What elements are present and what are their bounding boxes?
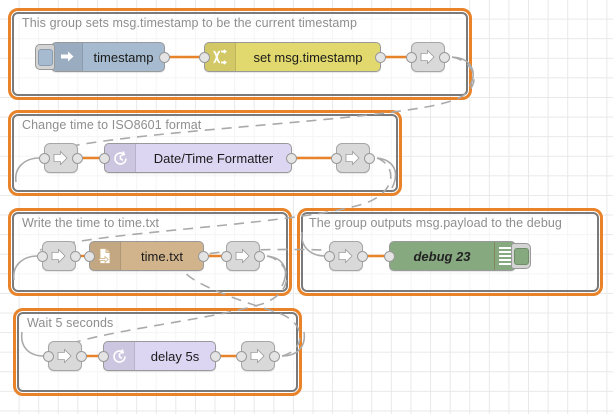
node-inject-timestamp[interactable]: timestamp <box>35 42 170 72</box>
port-in-link-in-5[interactable] <box>43 350 54 362</box>
group-label-iso8601: Change time to ISO8601 format <box>22 118 202 132</box>
node-label-function-datetime-formatter: Date/Time Formatter <box>153 150 274 166</box>
node-debug-23[interactable]: debug 23 <box>384 241 531 271</box>
port-in-delay-5s[interactable] <box>98 350 109 362</box>
port-out-link-in-2[interactable] <box>72 152 83 164</box>
debug-button-square-icon <box>513 247 529 265</box>
port-out-link-in-3[interactable] <box>70 250 81 262</box>
port-out-change-set-timestamp[interactable] <box>375 51 386 63</box>
port-out-link-in-5[interactable] <box>76 350 87 362</box>
node-function-datetime-formatter[interactable]: Date/Time Formatter <box>99 143 297 173</box>
port-in-link-out-2[interactable] <box>331 152 342 164</box>
node-link-out-3[interactable] <box>221 241 265 271</box>
port-out-link-out-5[interactable] <box>269 350 280 362</box>
node-label-inject-timestamp: timestamp <box>93 49 154 65</box>
link-in-icon <box>49 342 81 370</box>
port-out-delay-5s[interactable] <box>210 350 221 362</box>
port-in-change-set-timestamp[interactable] <box>199 51 210 63</box>
debug-enable-button[interactable] <box>511 243 531 269</box>
node-label-file-write-timetxt: time.txt <box>141 248 183 264</box>
port-out-link-out-1[interactable] <box>439 51 450 63</box>
node-link-out-1[interactable] <box>406 42 450 72</box>
node-label-change-set-timestamp: set msg.timestamp <box>253 49 363 65</box>
port-out-file-write-timetxt[interactable] <box>198 250 209 262</box>
inject-trigger-button[interactable] <box>35 44 55 70</box>
node-delay-5s[interactable]: delay 5s <box>98 341 221 371</box>
inject-arrow-icon <box>52 43 83 71</box>
node-link-in-5[interactable] <box>43 341 87 371</box>
port-in-link-out-3[interactable] <box>221 250 232 262</box>
port-in-link-in-4[interactable] <box>324 250 335 262</box>
node-link-out-2[interactable] <box>331 143 375 173</box>
port-in-function-datetime-formatter[interactable] <box>99 152 110 164</box>
group-label-timestamp: This group sets msg.timestamp to be the … <box>22 16 357 30</box>
port-in-link-in-3[interactable] <box>37 250 48 262</box>
node-link-in-4[interactable] <box>324 241 368 271</box>
port-in-link-out-1[interactable] <box>406 51 417 63</box>
node-change-set-timestamp[interactable]: set msg.timestamp <box>199 42 386 72</box>
port-in-link-out-5[interactable] <box>236 350 247 362</box>
port-in-link-in-2[interactable] <box>39 152 50 164</box>
group-label-debug: The group outputs msg.payload to the deb… <box>309 216 562 230</box>
port-out-link-out-3[interactable] <box>254 250 265 262</box>
group-label-delay: Wait 5 seconds <box>27 316 114 330</box>
node-label-debug-23: debug 23 <box>413 248 471 264</box>
inject-button-square-icon <box>37 48 53 66</box>
port-in-debug-23[interactable] <box>384 250 395 262</box>
node-file-write-timetxt[interactable]: time.txt <box>84 241 209 271</box>
debug-bars-icon <box>494 242 515 270</box>
port-out-link-in-4[interactable] <box>357 250 368 262</box>
node-link-in-3[interactable] <box>37 241 81 271</box>
port-out-function-datetime-formatter[interactable] <box>286 152 297 164</box>
node-label-delay-5s: delay 5s <box>150 348 200 364</box>
port-in-file-write-timetxt[interactable] <box>84 250 95 262</box>
group-label-writefile: Write the time to time.txt <box>22 216 160 230</box>
port-out-inject-timestamp[interactable] <box>159 51 170 63</box>
node-link-in-2[interactable] <box>39 143 83 173</box>
port-out-link-out-2[interactable] <box>364 152 375 164</box>
link-in-icon <box>330 242 362 270</box>
node-link-out-5[interactable] <box>236 341 280 371</box>
